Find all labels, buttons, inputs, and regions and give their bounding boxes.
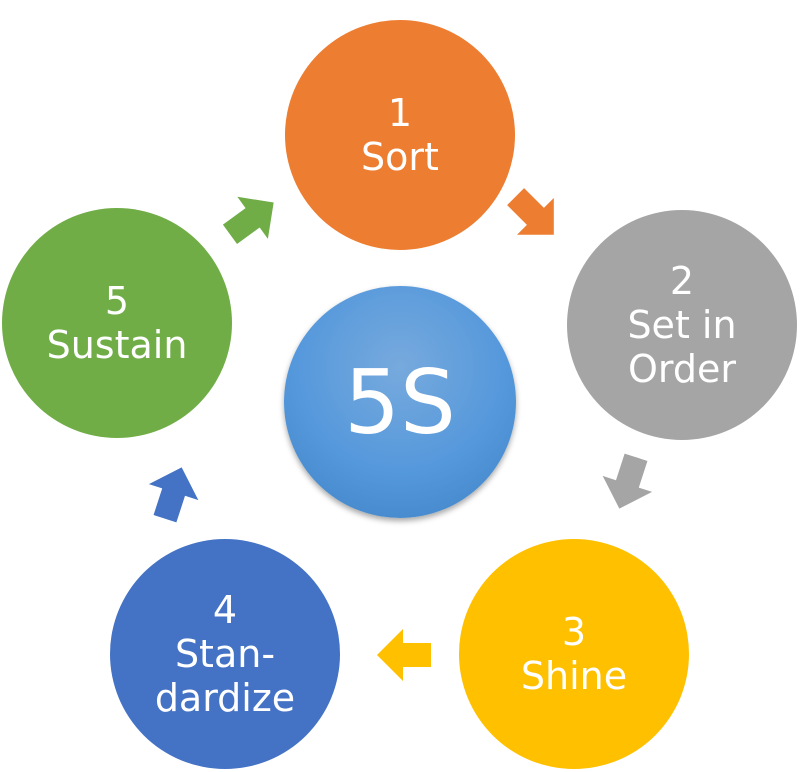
step-standardize: 4 Stan- dardize xyxy=(110,539,340,769)
step-label: Sustain xyxy=(46,323,188,367)
arrow-shape xyxy=(602,453,653,509)
arrow-shape xyxy=(148,467,199,523)
step-label: Stan- dardize xyxy=(154,632,296,720)
step-sort: 1 Sort xyxy=(285,20,515,250)
step-shine: 3 Shine xyxy=(459,539,689,769)
arrow-shape xyxy=(222,196,274,244)
step-number: 5 xyxy=(104,279,130,323)
step-label: Set in Order xyxy=(627,303,737,391)
step-number: 3 xyxy=(561,610,587,654)
step-number: 4 xyxy=(212,588,238,632)
arrow-set-in-order-to-shine-icon xyxy=(602,453,653,509)
step-set-in-order: 2 Set in Order xyxy=(567,210,797,440)
arrow-shape xyxy=(377,629,431,681)
arrow-standardize-to-sustain-icon xyxy=(148,467,199,523)
arrow-shape xyxy=(507,188,554,235)
step-label: Shine xyxy=(520,654,628,698)
center-label: 5S xyxy=(344,350,456,454)
center-5s-circle: 5S xyxy=(284,286,516,518)
step-label: Sort xyxy=(361,135,439,179)
step-number: 2 xyxy=(669,259,695,303)
arrow-shine-to-standardize-icon xyxy=(377,629,431,681)
step-sustain: 5 Sustain xyxy=(2,208,232,438)
arrow-sort-to-set-in-order-icon xyxy=(507,188,554,235)
step-number: 1 xyxy=(387,91,413,135)
arrow-sustain-to-sort-icon xyxy=(222,196,274,244)
